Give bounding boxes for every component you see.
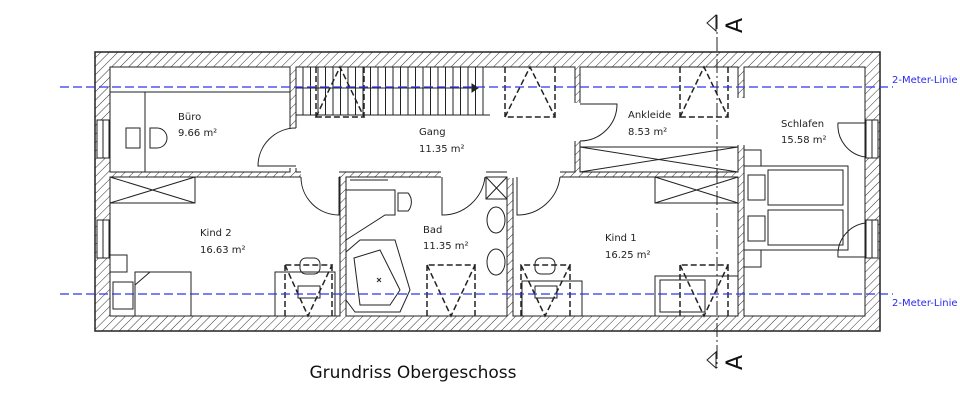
room-name-bad: Bad xyxy=(423,225,442,236)
room-area-kind2: 16.63 m² xyxy=(200,245,246,256)
room-name-schlafen: Schlafen xyxy=(781,119,824,130)
room-name-gang: Gang xyxy=(419,127,446,138)
room-name-buero: Büro xyxy=(178,112,201,123)
section-arrow-top-icon xyxy=(706,13,717,33)
section-arrow-bottom-icon xyxy=(706,350,717,370)
room-area-buero: 9.66 m² xyxy=(178,128,217,139)
height-lines: 2-Meter-Linie 2-Meter-Linie xyxy=(60,75,958,309)
room-gang xyxy=(295,66,576,173)
room-kind2 xyxy=(109,176,341,317)
height-line-label-bottom: 2-Meter-Linie xyxy=(892,298,958,309)
section-marker-top: A xyxy=(723,18,748,33)
room-area-gang: 11.35 m² xyxy=(419,144,465,155)
room-schlafen xyxy=(743,66,866,317)
furniture xyxy=(109,91,849,317)
windows xyxy=(96,119,879,259)
room-name-kind1: Kind 1 xyxy=(605,233,637,244)
room-area-bad: 11.35 m² xyxy=(423,241,469,252)
height-line-label-top: 2-Meter-Linie xyxy=(892,75,958,86)
room-area-schlafen: 15.58 m² xyxy=(781,135,827,146)
section-marker-bottom: A xyxy=(723,355,748,370)
room-area-ankleide: 8.53 m² xyxy=(628,127,667,138)
room-name-kind2: Kind 2 xyxy=(200,228,232,239)
doors xyxy=(257,103,866,258)
walls xyxy=(94,51,881,332)
section-line: A A xyxy=(706,13,748,370)
staircase xyxy=(296,67,490,116)
room-labels: Büro 9.66 m² Gang 11.35 m² Ankleide 8.53… xyxy=(178,110,827,261)
room-area-kind1: 16.25 m² xyxy=(605,250,651,261)
room-name-ankleide: Ankleide xyxy=(628,110,671,121)
room-kind1 xyxy=(512,176,739,317)
plan-title: Grundriss Obergeschoss xyxy=(310,363,517,383)
